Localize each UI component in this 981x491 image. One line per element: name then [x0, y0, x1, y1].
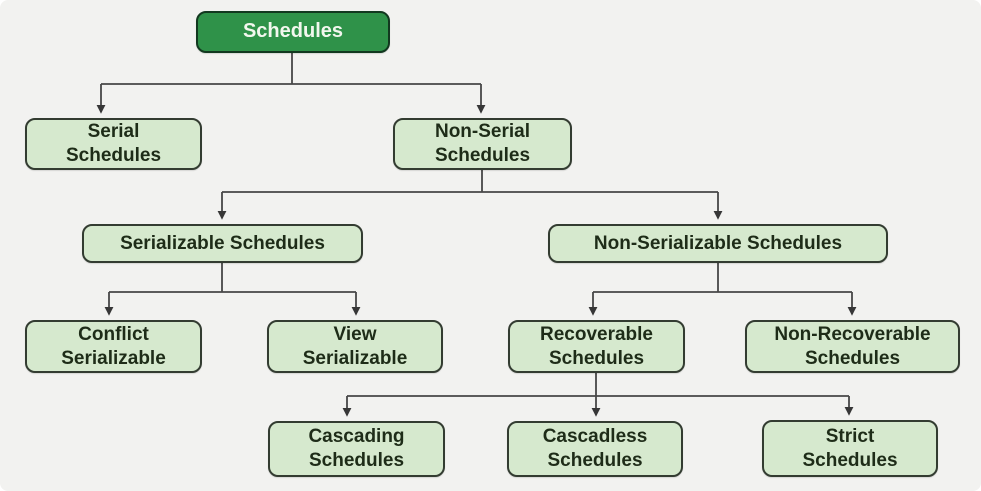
node-non-serializable-schedules: Non-Serializable Schedules	[548, 224, 888, 263]
node-non-serial-schedules: Non-Serial Schedules	[393, 118, 572, 170]
node-non-recoverable-schedules: Non-Recoverable Schedules	[745, 320, 960, 373]
node-schedules: Schedules	[196, 11, 390, 53]
node-serial-schedules: Serial Schedules	[25, 118, 202, 170]
node-cascading-schedules: Cascading Schedules	[268, 421, 445, 477]
connector-non-serializable-children	[588, 263, 857, 316]
node-recoverable-schedules: Recoverable Schedules	[508, 320, 685, 373]
connector-schedules-children	[96, 53, 486, 114]
connector-serializable-children	[104, 263, 361, 316]
node-cascadless-schedules: Cascadless Schedules	[507, 421, 683, 477]
node-conflict-serializable: Conflict Serializable	[25, 320, 202, 373]
connector-non-serial-children	[217, 170, 723, 220]
node-serializable-schedules: Serializable Schedules	[82, 224, 363, 263]
node-view-serializable: View Serializable	[267, 320, 443, 373]
connector-recoverable-children	[342, 373, 854, 417]
node-strict-schedules: Strict Schedules	[762, 420, 938, 477]
